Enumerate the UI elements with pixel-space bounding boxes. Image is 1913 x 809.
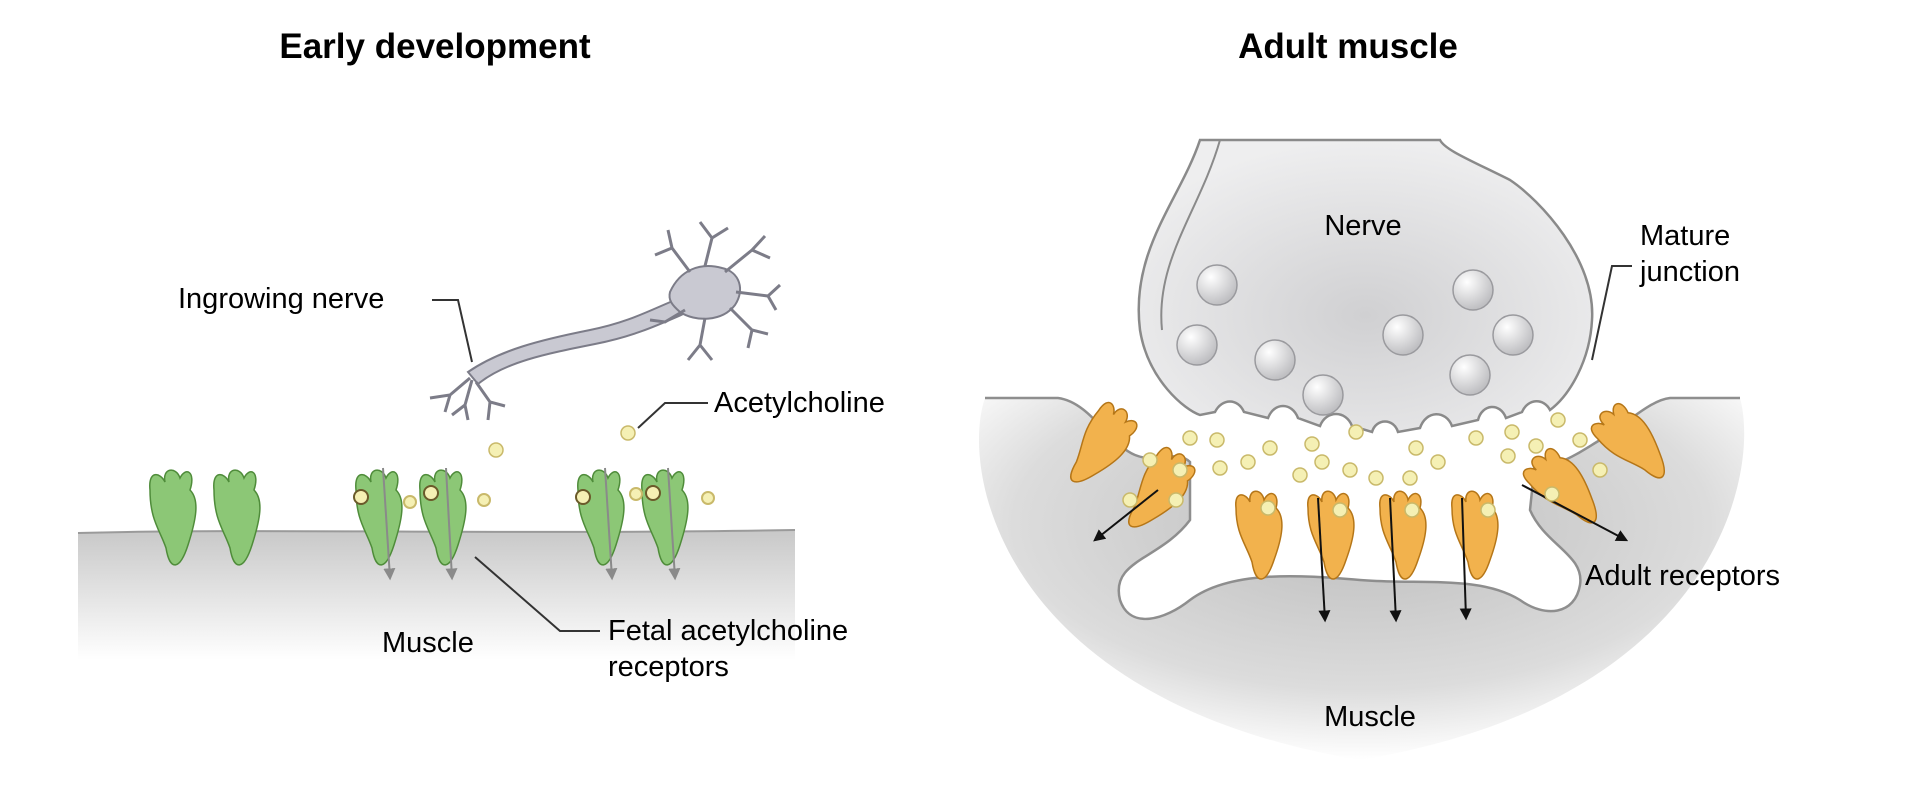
synaptic-vesicle [1452, 269, 1494, 311]
adult-receptor [1590, 402, 1665, 479]
mature-junction-label-line1: Mature [1640, 220, 1730, 252]
adult-receptor-channels [1093, 484, 1629, 623]
neuron-dendrites [649, 221, 782, 361]
bound-acetylcholine [353, 485, 715, 509]
nerve-growth-cone [429, 376, 506, 421]
adult-receptors-label: Adult receptors [1585, 560, 1780, 592]
synaptic-vesicle [1492, 314, 1534, 356]
mature-junction-leader [1591, 265, 1632, 361]
synaptic-vesicle [1254, 339, 1296, 381]
nerve-outer-sheath [1160, 139, 1221, 331]
synaptic-vesicle [1176, 324, 1218, 366]
mature-junction-label-line2: junction [1639, 256, 1740, 288]
acetylcholine-label: Acetylcholine [714, 387, 885, 419]
synaptic-vesicle [1196, 264, 1238, 306]
synaptic-vesicles [1176, 264, 1534, 416]
acetylcholine-molecule [488, 442, 504, 458]
ingrowing-nerve-leader [432, 299, 473, 363]
cleft-acetylcholine [1122, 412, 1608, 518]
fetal-receptor-channels [382, 467, 681, 581]
fetal-receptor [213, 469, 261, 566]
adult-receptor [1379, 490, 1427, 580]
adult-receptor [1307, 490, 1355, 580]
fetal-receptors-label-line1: Fetal acetylcholine [608, 615, 848, 647]
fetal-receptors-leader [474, 556, 600, 632]
synaptic-vesicle [1302, 374, 1344, 416]
neuron-cell-body [668, 265, 742, 320]
adult-receptor [1235, 490, 1283, 580]
early-muscle-label: Muscle [382, 627, 474, 659]
early-muscle-tissue [78, 530, 795, 660]
synaptic-vesicle [1382, 314, 1424, 356]
acetylcholine-molecule [620, 425, 636, 441]
nerve-label: Nerve [1324, 210, 1401, 242]
synaptic-vesicle [1449, 354, 1491, 396]
adult-muscle-title: Adult muscle [1238, 27, 1458, 66]
ingrowing-nerve-label: Ingrowing nerve [178, 283, 384, 315]
ingrowing-neuron [429, 221, 782, 421]
early-development-title: Early development [279, 27, 591, 66]
neuron-axon [466, 296, 690, 386]
early-development-panel: Early development [77, 27, 885, 683]
adult-muscle-label: Muscle [1324, 701, 1416, 733]
fetal-receptors-label-line2: receptors [608, 651, 729, 683]
adult-receptor [1070, 401, 1138, 483]
adult-muscle-panel: Adult muscle [978, 27, 1780, 760]
fetal-receptor [149, 469, 197, 566]
acetylcholine-leader [637, 402, 708, 429]
